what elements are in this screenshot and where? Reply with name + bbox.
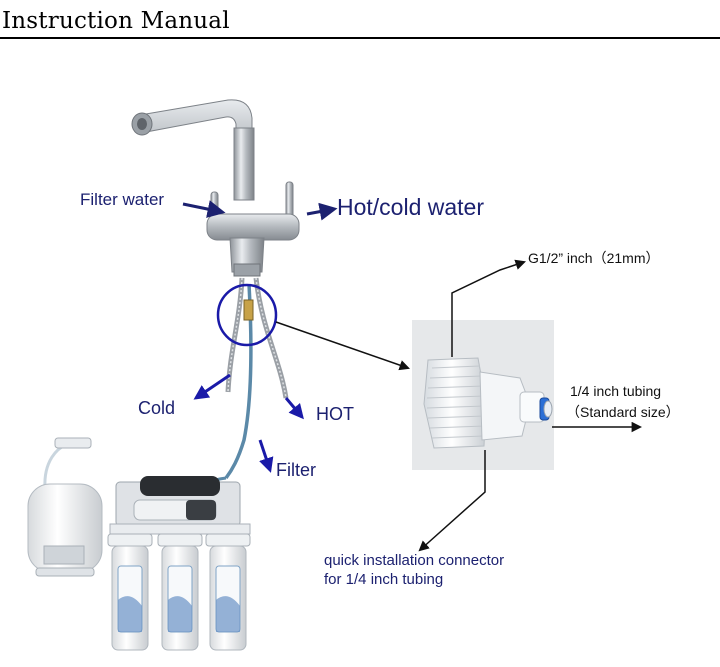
header: Instruction Manual: [0, 0, 720, 40]
label-thread-size: G1/2” inch（21mm）: [528, 250, 660, 266]
quick-connector-icon: [412, 320, 554, 470]
label-filter: Filter: [276, 460, 316, 480]
connection-highlight: [216, 283, 278, 347]
label-tubing-standard: （Standard size）: [566, 404, 680, 420]
page-title: Instruction Manual: [2, 8, 230, 34]
label-hot: HOT: [316, 404, 354, 424]
label-hot-cold-water: Hot/cold water: [337, 194, 485, 220]
label-cold: Cold: [138, 398, 176, 418]
pressure-tank-icon: [27, 437, 103, 577]
label-connector: quick installation connector: [324, 552, 505, 569]
ro-filter-system-icon: [107, 476, 251, 651]
label-tubing: 1/4 inch tubing: [570, 383, 662, 399]
faucet-icon: [131, 99, 300, 277]
label-connector-tubing: for 1/4 inch tubing: [324, 571, 444, 588]
label-filter-water: Filter water: [80, 190, 165, 209]
header-rule: [0, 37, 720, 39]
hoses: [224, 277, 289, 480]
